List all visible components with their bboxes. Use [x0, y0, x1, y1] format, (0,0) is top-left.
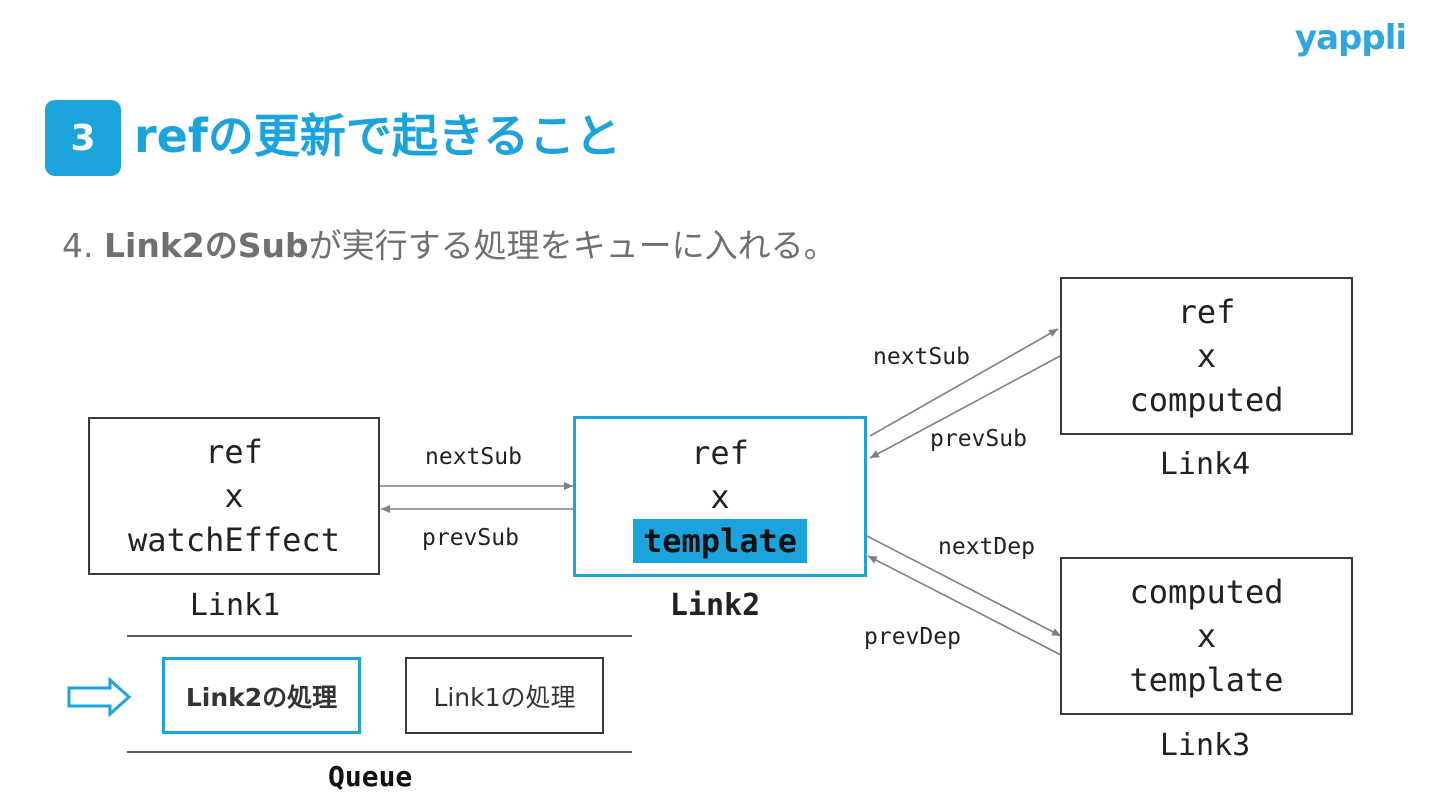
- node-line: template: [1129, 661, 1284, 699]
- edge-l2-l4-next: [869, 328, 1059, 437]
- section-number-badge: 3: [45, 100, 121, 176]
- queue-item-active: Link2の処理: [162, 657, 361, 734]
- node-highlight-text: template: [632, 518, 808, 563]
- edge-label: prevDep: [864, 624, 961, 650]
- edge-label: nextDep: [938, 534, 1035, 560]
- node-line: x: [224, 477, 244, 515]
- edge-label: nextSub: [873, 344, 970, 370]
- edge-l3-l2-prev: [867, 555, 1062, 656]
- page-title: refの更新で起きること: [134, 109, 621, 163]
- edge-l4-l2-prev: [869, 355, 1061, 459]
- edge-label: prevSub: [930, 426, 1027, 452]
- edge-label: nextSub: [425, 444, 522, 470]
- node-label-link4: Link4: [1159, 447, 1251, 482]
- node-line: x: [710, 477, 730, 516]
- queue-pointer-arrow-icon: [67, 676, 132, 718]
- edge-l2-l3-next: [866, 535, 1062, 637]
- step-rest: が実行する処理をキューに入れる。: [308, 226, 837, 265]
- step-description: 4. Link2のSubが実行する処理をキューに入れる。: [62, 224, 837, 268]
- queue-label: Queue: [328, 760, 413, 793]
- step-prefix: 4.: [62, 226, 104, 265]
- node-line: watchEffect: [128, 521, 340, 559]
- node-line: ref: [205, 433, 263, 471]
- node-line: ref: [691, 433, 749, 472]
- node-line: x: [1196, 617, 1217, 655]
- node-link1: ref x watchEffect: [88, 417, 380, 575]
- node-label-link2: Link2: [669, 588, 761, 623]
- step-bold: Link2のSub: [103, 226, 309, 265]
- node-line: computed: [1129, 381, 1284, 419]
- node-line: x: [1196, 337, 1217, 375]
- node-link4: ref x computed: [1060, 277, 1353, 435]
- edge-label: prevSub: [422, 525, 519, 551]
- yappli-logo: yappli: [1294, 18, 1407, 58]
- node-link2: ref x template: [573, 416, 867, 577]
- node-line: computed: [1129, 573, 1284, 611]
- queue-item: Link1の処理: [405, 657, 604, 734]
- node-label-link3: Link3: [1159, 728, 1251, 763]
- node-label-link1: Link1: [189, 588, 281, 623]
- node-link3: computed x template: [1060, 557, 1353, 715]
- node-line: ref: [1177, 293, 1236, 331]
